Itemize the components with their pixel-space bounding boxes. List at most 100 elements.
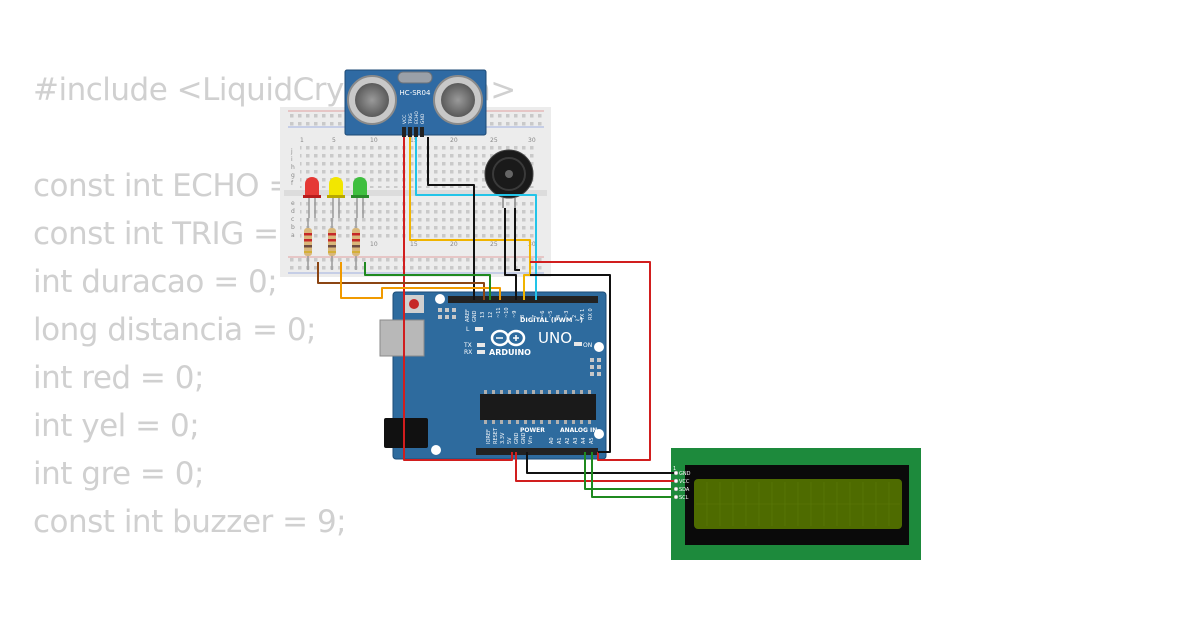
sensor-pin-label-gnd: GND — [420, 113, 426, 124]
code-line: int duracao = 0; — [33, 264, 278, 300]
atmega-chip — [480, 394, 596, 420]
on-indicator — [574, 342, 582, 346]
pin-label-gnd-2: GND — [521, 432, 527, 444]
row-letter-c: c — [291, 216, 294, 223]
lcd-display: 1 GND VCC SDA SCL — [671, 448, 921, 560]
led-l-label: L — [466, 326, 470, 333]
uno-label: UNO — [538, 329, 572, 347]
resistor-2 — [328, 218, 336, 270]
lcd-pin-vcc — [673, 478, 679, 484]
wire-lcd-scl — [591, 452, 674, 498]
wire-rail-power — [530, 261, 651, 461]
pin-label-a4: A4 — [581, 437, 587, 444]
rx-indicator — [477, 350, 485, 354]
pin-label-reset: RESET — [493, 427, 499, 444]
col-num-30: 30 — [528, 137, 536, 144]
code-line: int red = 0; — [33, 360, 204, 396]
rx-label: RX — [464, 349, 472, 356]
mount-hole-1 — [435, 294, 445, 304]
pin-label-rx0: RX 0 — [588, 308, 594, 320]
pin-label-gnd-1: GND — [514, 432, 520, 444]
lcd-pin-label-gnd: GND — [679, 471, 691, 477]
pin-label-a1: A1 — [557, 437, 563, 444]
col-num-10: 10 — [370, 137, 378, 144]
row-letter-g: g — [291, 172, 295, 179]
wires — [317, 137, 674, 498]
piezo-buzzer — [484, 149, 534, 208]
led-l-indicator — [475, 327, 483, 331]
sensor-pin-label-trig: TRIG — [408, 113, 414, 125]
sensor-pin-gnd — [420, 127, 424, 137]
wire-buzzer-gnd — [514, 208, 520, 271]
code-line: int gre = 0; — [33, 456, 204, 492]
row-letter-i: i — [291, 156, 293, 163]
sensor-pin-trig — [408, 127, 412, 137]
wire-rail-ground — [530, 274, 611, 453]
pin-label-12: 12 — [488, 312, 494, 318]
led-yellow — [327, 177, 345, 218]
wire-sensor-trig — [409, 137, 531, 300]
power-label: POWER — [520, 427, 545, 434]
arduino-brand-label: ARDUINO — [489, 348, 531, 357]
pin-label-a3: A3 — [573, 437, 579, 444]
wire-led-red — [317, 262, 485, 300]
sensor-crystal — [397, 71, 433, 84]
led-green — [351, 177, 369, 218]
tx-indicator — [477, 343, 485, 347]
lcd-pin-label-sda: SDA — [679, 487, 690, 493]
wire-sensor-echo — [415, 137, 537, 300]
pin-label-9: ~9 — [512, 311, 518, 318]
lcd-pin-label-scl: SCL — [679, 495, 689, 501]
lcd-pin-number: 1 — [673, 466, 676, 472]
pin-label-13: 13 — [480, 312, 486, 318]
wire-buzzer-signal — [504, 208, 517, 300]
row-letter-b: b — [291, 224, 295, 231]
row-letter-j: j — [290, 148, 293, 155]
pin-label-7: 7 — [532, 315, 538, 318]
sensor-pin-label-vcc: VCC — [402, 115, 408, 124]
sensor-pin-echo — [414, 127, 418, 137]
resistor-3 — [352, 218, 360, 270]
col-num-bottom-10: 10 — [370, 241, 378, 248]
mount-hole-2 — [594, 342, 604, 352]
pin-label-5: ~5 — [548, 311, 554, 318]
wire-sensor-gnd — [427, 137, 475, 300]
pin-label-11: ~11 — [496, 307, 502, 318]
analog-in-label: ANALOG IN — [560, 427, 597, 434]
lcd-pin-label-vcc: VCC — [679, 479, 690, 485]
lcd-pin-sda — [673, 486, 679, 492]
code-line: long distancia = 0; — [33, 312, 317, 348]
sensor-model-label: HC-SR04 — [400, 89, 431, 97]
power-jack — [384, 418, 428, 448]
mount-hole-3 — [594, 429, 604, 439]
wire-lcd-gnd — [526, 452, 674, 474]
col-num-15: 15 — [410, 137, 418, 144]
sensor-pin-vcc — [402, 127, 406, 137]
lcd-pin-gnd — [673, 470, 679, 476]
digital-pwm-label: DIGITAL (PWM ~) — [520, 316, 583, 324]
sensor-pin-label-echo: ECHO — [414, 111, 420, 124]
pin-label-aref: AREF — [465, 309, 471, 322]
pin-label-6: ~6 — [540, 311, 546, 318]
lcd-pin-scl — [673, 494, 679, 500]
pin-label-gnd: GND — [472, 310, 478, 322]
ultrasonic-sensor: HC-SR04 VCC TRIG ECHO GND — [344, 69, 487, 137]
wire-led-green — [364, 262, 491, 300]
wire-led-yellow — [340, 262, 501, 300]
arduino-uno: AREF GND 13 12 ~11 ~10 ~9 8 7 ~6 ~5 4 ~3… — [379, 291, 607, 460]
code-line: const int TRIG = 8; — [33, 216, 318, 252]
pin-label-4: 4 — [556, 315, 562, 318]
col-num-bottom-20: 20 — [450, 241, 458, 248]
pin-label-vin: Vin — [528, 436, 534, 444]
col-num-1: 1 — [300, 137, 304, 144]
pin-label-3v3: 3.3V — [500, 432, 506, 444]
row-letter-f: f — [291, 180, 294, 187]
power-analog-header — [476, 448, 598, 455]
on-label: ON — [583, 342, 592, 349]
pin-label-a5: A5 — [589, 437, 595, 444]
led-red — [303, 177, 321, 218]
row-letter-h: h — [291, 164, 295, 171]
wire-lcd-sda — [584, 452, 674, 490]
pin-label-3: ~3 — [564, 311, 570, 318]
